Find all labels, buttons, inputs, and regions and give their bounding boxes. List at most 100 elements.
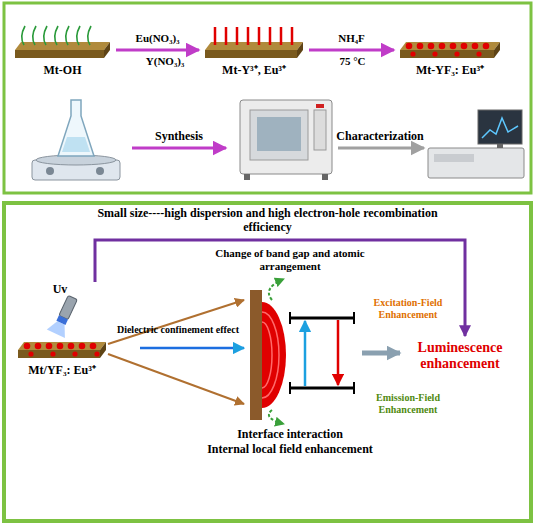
annotation-text: Emission-Field Enhancement xyxy=(358,392,458,415)
nanoparticle-dot xyxy=(410,51,415,56)
liquid xyxy=(62,137,90,152)
nanoparticle-dot xyxy=(94,351,99,356)
slab-drawing xyxy=(18,322,106,360)
reagent-label: Eu(NO₃)₃ xyxy=(113,32,203,44)
slab-top xyxy=(205,42,303,50)
knob xyxy=(96,167,104,175)
nanoparticle-dot xyxy=(406,43,413,50)
energy-level xyxy=(290,387,354,390)
slab-side xyxy=(494,42,500,58)
nanoparticle-dot xyxy=(28,351,33,356)
sample-slab: Mt-OH xyxy=(15,22,110,82)
panel-border xyxy=(4,203,531,521)
energy-level xyxy=(290,317,354,320)
flask xyxy=(58,100,94,156)
sample-label: Mt-YF₃: Eu³⁺ xyxy=(380,64,520,77)
ion-site xyxy=(280,27,283,45)
sample-slab: Mt-YF₃: Eu³⁺ xyxy=(400,22,500,82)
slab-side xyxy=(297,42,303,58)
ion-site xyxy=(225,27,228,45)
nanoparticle-layer xyxy=(262,322,272,388)
ion-site xyxy=(236,27,239,45)
oven-logo xyxy=(316,104,324,108)
monitor-stand xyxy=(497,144,503,148)
nanoparticle-dot xyxy=(428,43,435,50)
hydroxyl-group xyxy=(33,26,36,45)
nanoparticle-dot xyxy=(72,351,77,356)
sample-label: Mt-OH xyxy=(0,64,130,77)
hydroxyl-group xyxy=(66,26,69,45)
annotation-text: 75 °C xyxy=(315,55,390,68)
sample-slab: Mt-Y³⁺, Eu³⁺ xyxy=(205,22,303,82)
slab-side xyxy=(104,42,110,58)
excitation-arrow xyxy=(304,321,307,386)
matrix-layer xyxy=(250,290,262,420)
nanoparticle-dot xyxy=(46,343,53,350)
knob xyxy=(46,167,54,175)
level-tick xyxy=(289,382,291,394)
sample-label: Mt-Y³⁺, Eu³⁺ xyxy=(185,64,323,77)
uv-beam xyxy=(47,319,70,338)
oven-foot xyxy=(322,174,328,180)
reaction-arrow xyxy=(309,49,394,52)
annotation-text: Dielectric confinement effect xyxy=(103,324,253,336)
level-tick xyxy=(289,312,291,324)
nanoparticle-dot xyxy=(439,43,446,50)
nanoparticle-dot xyxy=(68,343,75,350)
nanoparticle-dot xyxy=(476,51,481,56)
hydroxyl-group xyxy=(88,26,91,45)
slab-top xyxy=(15,42,110,50)
reaction-arrow xyxy=(116,49,199,52)
nanoparticle-dot xyxy=(450,43,457,50)
slab-side xyxy=(100,342,106,358)
annotation-text: Characterization xyxy=(330,130,430,144)
hydroxyl-group xyxy=(55,26,58,45)
annotation-text: Small size----high dispersion and high e… xyxy=(95,207,440,235)
nanoparticle-dot xyxy=(417,43,424,50)
reagent-label: NH₄F xyxy=(307,32,397,44)
annotation-text: Excitation-Field Enhancement xyxy=(358,297,458,320)
slab-front xyxy=(400,50,494,58)
panel-border xyxy=(4,3,531,193)
nanoparticle xyxy=(262,302,286,408)
nanoparticle-dot xyxy=(35,343,42,350)
ion-site xyxy=(247,27,250,45)
spectrum-line xyxy=(482,118,518,138)
slab-top xyxy=(18,342,106,350)
annotation-text: Interface interaction xyxy=(200,428,380,442)
uv-lamp xyxy=(59,295,77,319)
level-tick xyxy=(353,382,355,394)
ion-site xyxy=(258,27,261,45)
nanoparticle-dot xyxy=(50,351,55,356)
nanoparticle-dot xyxy=(454,51,459,56)
nanoparticle-dot xyxy=(472,43,479,50)
ion-site xyxy=(291,27,294,45)
process-arrow xyxy=(132,147,226,150)
oven-foot xyxy=(244,174,250,180)
oven-body xyxy=(240,100,332,174)
annotation-text: Internal local field enhancement xyxy=(180,443,400,457)
spectrometer-body xyxy=(428,148,524,178)
nanoparticle-dot xyxy=(483,43,490,50)
slab-drawing xyxy=(15,22,110,60)
emission-arrow xyxy=(337,320,340,385)
dashed-arrow xyxy=(269,410,284,424)
hydroxyl-group xyxy=(77,26,80,45)
ion-site xyxy=(269,27,272,45)
monitor xyxy=(478,110,522,144)
slab-front xyxy=(15,50,104,58)
oven-panel xyxy=(314,110,326,150)
sample-label: Mt/YF₃: Eu³⁺ xyxy=(0,364,126,377)
sample-slab: Mt/YF₃: Eu³⁺ xyxy=(18,322,106,382)
nanoparticle-dot xyxy=(432,51,437,56)
slab-front xyxy=(205,50,297,58)
nanoparticle-dot xyxy=(24,343,31,350)
nanoparticle-dot xyxy=(461,43,468,50)
process-arrow xyxy=(338,147,424,150)
slab-top xyxy=(400,42,500,50)
level-tick xyxy=(353,312,355,324)
effect-arrow xyxy=(140,347,244,350)
annotation-text: Luminescence enhancement xyxy=(405,340,515,372)
oven-door xyxy=(250,110,308,160)
nanoparticle-dot xyxy=(90,343,97,350)
